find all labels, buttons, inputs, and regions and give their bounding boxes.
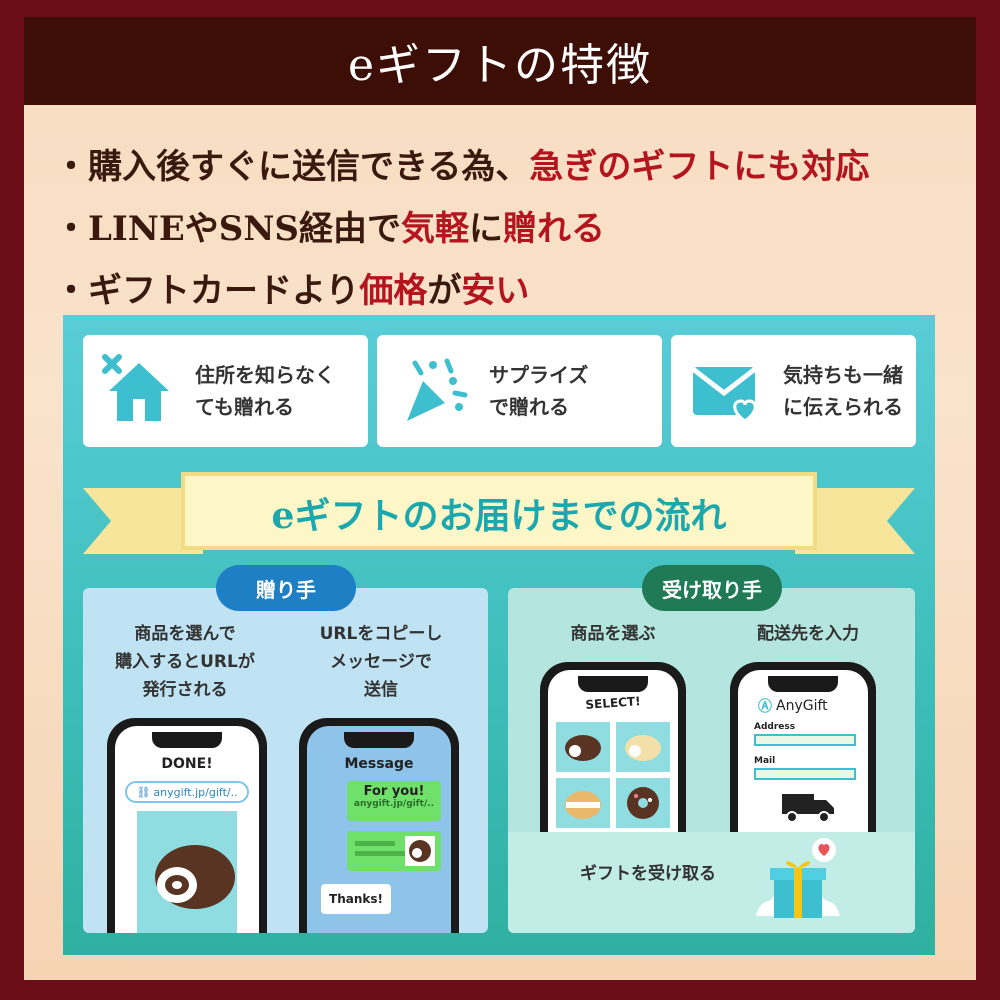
- select-title: SELECT!: [585, 694, 641, 712]
- info-panel: 住所を知らなく ても贈れる サプライズ で贈れる 気持ちも: [63, 315, 935, 955]
- benefit-card: サプライズ で贈れる: [377, 335, 662, 447]
- address-label: Address: [754, 722, 796, 732]
- link-icon: ⛓: [136, 785, 151, 799]
- envelope-heart-icon: [691, 367, 757, 423]
- product-tile[interactable]: [616, 778, 670, 828]
- receive-area: ギフトを受け取る: [508, 832, 915, 933]
- page-title: eギフトの特徴: [347, 40, 653, 91]
- product-tile[interactable]: [616, 722, 670, 772]
- feature-text: に: [469, 208, 503, 249]
- feature-highlight: 贈れる: [503, 208, 605, 249]
- mail-label: Mail: [754, 756, 776, 766]
- gift-box-icon: [756, 838, 840, 918]
- receiver-step-1: 商品を選ぶ: [570, 624, 656, 644]
- sender-label: 贈り手: [216, 565, 356, 611]
- message-bubble-preview: [347, 831, 441, 871]
- sender-step-1: 商品を選んで 購入するとURLが 発行される: [115, 624, 255, 700]
- cream-puff-icon: [565, 791, 601, 819]
- sender-section: 商品を選んで 購入するとURLが 発行される URLをコピーし メッセージで 送…: [83, 588, 488, 933]
- feature-highlight: 価格: [359, 270, 428, 311]
- ribbon-shape: [83, 472, 915, 554]
- receiver-step-2: 配送先を入力: [757, 624, 859, 644]
- feature-highlight: 安い: [461, 270, 530, 311]
- done-title: DONE!: [161, 756, 213, 772]
- roll-cake-icon: [155, 845, 235, 909]
- receive-label: ギフトを受け取る: [580, 864, 716, 884]
- feature-item: ・購入後すぐに送信できる為、急ぎのギフトにも対応: [54, 132, 954, 194]
- benefit-card: 気持ちも一緒 に伝えられる: [671, 335, 916, 447]
- donut-icon: [627, 787, 659, 819]
- flow-ribbon: eギフトのお届けまでの流れ: [83, 470, 915, 560]
- message-bubble: For you! anygift.jp/gift/..: [347, 781, 441, 821]
- feature-text: ・購入後すぐに送信できる為、: [54, 146, 530, 187]
- feature-item: ・ギフトカードより価格が安い: [54, 256, 954, 318]
- benefit-label: に伝えられる: [783, 395, 903, 419]
- feature-text: ・LINEやSNS経由で: [54, 208, 401, 249]
- main-frame: eギフトの特徴 ・購入後すぐに送信できる為、急ぎのギフトにも対応 ・LINEやS…: [24, 17, 976, 980]
- delivery-truck-icon: [782, 794, 834, 823]
- party-popper-icon: [407, 358, 468, 421]
- receiver-label: 受け取り手: [642, 565, 782, 611]
- benefit-label: サプライズ: [489, 363, 589, 387]
- roll-cake-icon: [565, 735, 601, 761]
- address-input[interactable]: [754, 734, 856, 746]
- gift-url-link[interactable]: ⛓anygift.jp/gift/..: [125, 781, 249, 803]
- feature-highlight: 気軽: [401, 208, 469, 249]
- benefit-label: で贈れる: [489, 395, 569, 419]
- house-icon: [102, 354, 169, 421]
- anygift-logo-icon: Ⓐ: [758, 699, 772, 715]
- reply-bubble: Thanks!: [321, 884, 391, 914]
- feature-text: ・ギフトカードより: [54, 270, 360, 311]
- receiver-section: 商品を選ぶ 配送先を入力 SELECT!: [508, 588, 915, 933]
- cake-roll-icon: [625, 735, 661, 761]
- benefit-label: 住所を知らなく: [195, 363, 335, 387]
- benefit-card: 住所を知らなく ても贈れる: [83, 335, 368, 447]
- feature-highlight: 急ぎのギフトにも対応: [529, 146, 870, 187]
- phone-message: Message For you! anygift.jp/gift/.. Than…: [299, 718, 459, 933]
- sender-step-2: URLをコピーし メッセージで 送信: [319, 624, 443, 700]
- header-bar: eギフトの特徴: [24, 17, 976, 105]
- feature-item: ・LINEやSNS経由で気軽に贈れる: [54, 194, 954, 256]
- benefit-label: 気持ちも一緒: [783, 363, 903, 387]
- product-tile[interactable]: [556, 722, 610, 772]
- mail-input[interactable]: [754, 768, 856, 780]
- roll-cake-icon: [405, 836, 435, 866]
- flow-title: eギフトのお届けまでの流れ: [271, 495, 727, 537]
- product-image: [137, 811, 237, 933]
- phone-done: DONE! ⛓anygift.jp/gift/..: [107, 718, 267, 933]
- benefit-label: ても贈れる: [195, 395, 294, 419]
- feature-list: ・購入後すぐに送信できる為、急ぎのギフトにも対応 ・LINEやSNS経由で気軽に…: [54, 132, 954, 318]
- message-title: Message: [344, 756, 414, 772]
- phone-select: SELECT!: [540, 662, 686, 832]
- product-tile[interactable]: [556, 778, 610, 828]
- feature-text: が: [427, 270, 462, 311]
